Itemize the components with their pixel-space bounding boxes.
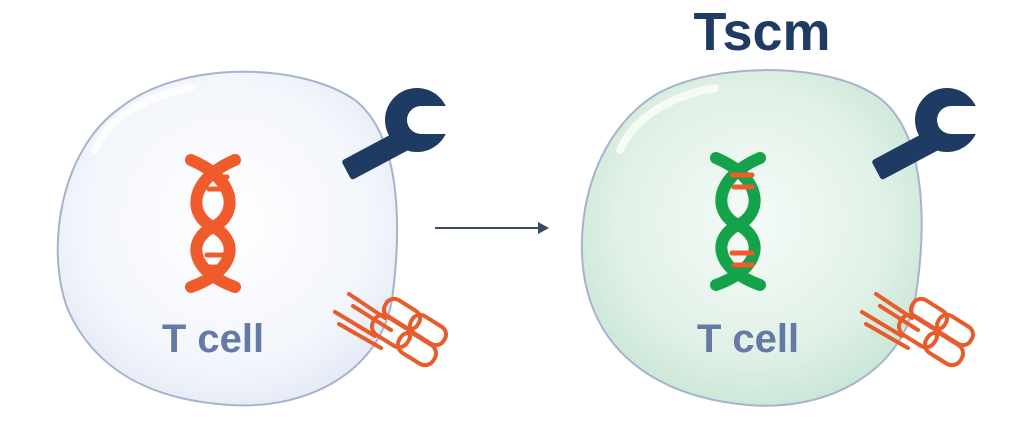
dna-helix-icon (710, 152, 766, 291)
keyhole-receptor-icon (342, 88, 453, 180)
left-cell-highlight (91, 84, 194, 154)
right-cell: T cell (580, 69, 983, 407)
keyhole-receptor-icon (872, 88, 983, 180)
dna-helix-icon (185, 154, 241, 293)
t-cell-receptor-icon (333, 292, 449, 368)
transition-arrow (435, 222, 549, 234)
left-cell-label: T cell (162, 317, 264, 361)
right-cell-highlight (616, 84, 719, 154)
diagram-title: Tscm (693, 2, 830, 62)
t-cell-receptor-icon (860, 292, 976, 368)
left-cell: T cell (56, 70, 453, 407)
right-cell-label: T cell (697, 317, 799, 361)
